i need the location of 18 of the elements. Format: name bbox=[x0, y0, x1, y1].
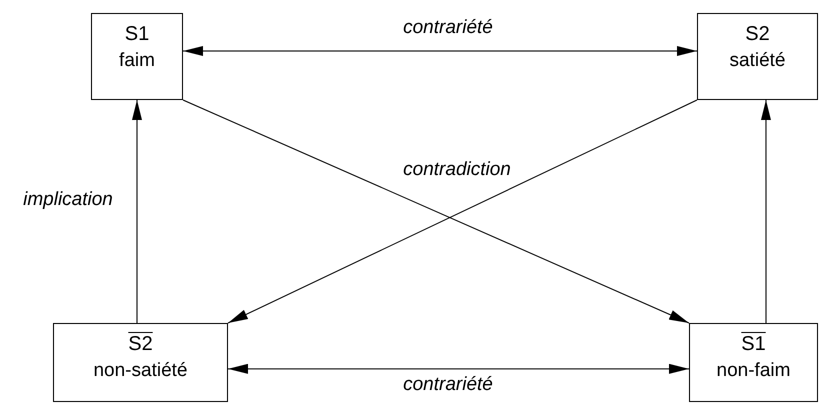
term-label: satiété bbox=[730, 49, 786, 73]
concept-box bbox=[53, 323, 228, 402]
arrow bbox=[132, 100, 142, 324]
concept-box bbox=[689, 323, 818, 402]
term-label: non-satiété bbox=[93, 359, 188, 383]
term-symbol: S1 bbox=[741, 332, 766, 357]
arrow bbox=[228, 364, 690, 374]
arrow bbox=[182, 46, 698, 56]
term-symbol: S2 bbox=[128, 332, 153, 357]
arrow bbox=[760, 100, 771, 324]
concept-box bbox=[91, 13, 183, 100]
term-label: faim bbox=[119, 49, 155, 73]
relation-label: contradiction bbox=[402, 159, 512, 181]
term-symbol: S1 bbox=[124, 22, 150, 47]
edge-label: implication bbox=[21, 189, 115, 211]
term-symbol: S2 bbox=[745, 22, 770, 47]
concept-box bbox=[697, 13, 818, 100]
term-label: non-faim bbox=[716, 359, 790, 383]
